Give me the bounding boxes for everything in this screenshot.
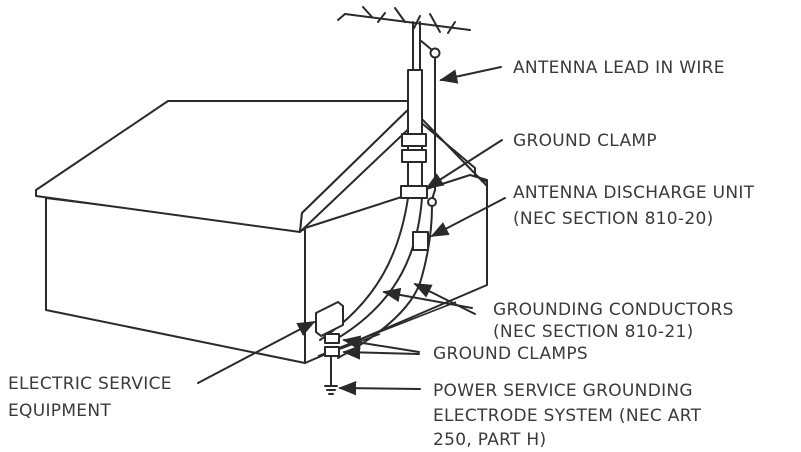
label-power-service-2: ELECTRODE SYSTEM (NEC ART <box>433 406 702 426</box>
ground-clamp-lower <box>324 333 340 344</box>
antenna-element <box>394 7 406 23</box>
antenna-element <box>413 15 421 29</box>
antenna-discharge-unit <box>412 231 429 251</box>
label-power-service-1: POWER SERVICE GROUNDING <box>433 381 693 401</box>
grounding-conductor-mast-2 <box>337 197 423 339</box>
label-antenna-lead-in-wire: ANTENNA LEAD IN WIRE <box>513 58 725 78</box>
pointer-discharge-unit <box>430 197 506 237</box>
antenna-element <box>377 12 386 23</box>
mast-clamp <box>401 133 427 147</box>
label-grounding-conductors: GROUNDING CONDUCTORS <box>493 300 734 320</box>
ground-clamp <box>400 185 428 199</box>
antenna-crossbar <box>344 13 471 31</box>
mast-clamp <box>401 149 427 163</box>
pointer-power-service <box>338 381 421 396</box>
lead-in-standoff <box>427 197 437 207</box>
electric-service-box <box>315 301 344 337</box>
antenna-element <box>362 6 373 18</box>
pointer-ground-clamp-2 <box>342 345 420 360</box>
ground-clamp-lower <box>324 346 340 357</box>
antenna <box>337 6 471 199</box>
label-antenna-discharge-unit: ANTENNA DISCHARGE UNIT <box>513 183 755 203</box>
label-ground-clamps: GROUND CLAMPS <box>433 344 588 364</box>
lead-in-top <box>419 39 433 51</box>
pointer-ground-clamp-1 <box>342 335 420 353</box>
pointer-lead-in-wire <box>439 66 502 84</box>
label-grounding-conductors-nec: (NEC SECTION 810-21) <box>493 322 694 342</box>
antenna-element <box>429 13 441 33</box>
label-power-service-3: 250, PART H) <box>433 430 546 450</box>
antenna-element <box>337 13 346 21</box>
label-electric-service-2: EQUIPMENT <box>8 401 111 421</box>
antenna-element <box>447 21 456 34</box>
pointer-electric-service <box>197 321 316 384</box>
house-roof-ridge <box>299 100 488 233</box>
label-antenna-discharge-unit-nec: (NEC SECTION 810-20) <box>513 209 714 229</box>
pointer-grounding-conductor-2 <box>413 283 476 315</box>
label-electric-service-1: ELECTRIC SERVICE <box>8 374 172 394</box>
grounding-conductor-discharge <box>337 205 433 359</box>
antenna-mast <box>407 69 423 193</box>
label-ground-clamp: GROUND CLAMP <box>513 131 657 151</box>
ground-line <box>317 301 457 357</box>
pointer-ground-clamp <box>425 139 503 189</box>
